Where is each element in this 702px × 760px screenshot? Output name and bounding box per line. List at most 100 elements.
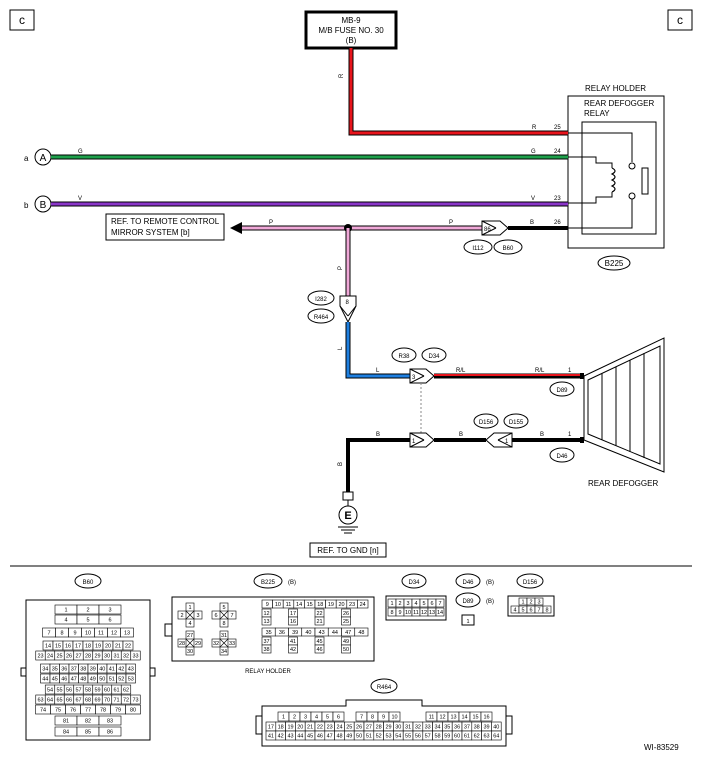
b225-pin-48: 48 bbox=[358, 630, 364, 636]
b60-pin-33: 33 bbox=[132, 654, 138, 660]
d34-pin: 3 bbox=[412, 375, 416, 381]
ref-mirror-box bbox=[105, 213, 225, 241]
b60-pin-57: 57 bbox=[75, 688, 81, 694]
b60-pin-83-cell bbox=[98, 715, 122, 726]
b60-pin-6: 6 bbox=[108, 618, 111, 624]
relay-holder-label: RELAY HOLDER bbox=[585, 84, 646, 93]
ref-gnd-label: REF. TO GND [n] bbox=[317, 546, 379, 555]
b225-pin-28-cell bbox=[177, 638, 187, 648]
b225-pin-7: 7 bbox=[230, 613, 233, 619]
b60-pin-52: 52 bbox=[118, 677, 124, 683]
b225-pin-26: 26 bbox=[343, 611, 349, 617]
arrow-to-mirror bbox=[230, 222, 242, 234]
b225-pin-32-cell bbox=[211, 638, 221, 648]
d156-pin-7: 7 bbox=[537, 608, 540, 614]
view-b60-oval bbox=[74, 573, 102, 589]
r464-pin-41: 41 bbox=[268, 734, 274, 740]
b60-pin-50: 50 bbox=[99, 677, 105, 683]
i112-oval bbox=[463, 239, 493, 255]
d156-label: D156 bbox=[479, 420, 494, 426]
r464-pin-5: 5 bbox=[326, 715, 329, 721]
b60-pin-54: 54 bbox=[47, 688, 53, 694]
i282-label: I282 bbox=[315, 297, 327, 303]
b60-pin-7: 7 bbox=[47, 631, 50, 637]
corner-box-right bbox=[667, 9, 693, 31]
r464-pin-32: 32 bbox=[415, 725, 421, 731]
d34-pin-7-cell bbox=[435, 598, 445, 608]
r464-pin-8: 8 bbox=[371, 715, 374, 721]
d34-pin-1: 1 bbox=[390, 601, 393, 607]
b60-pin-19: 19 bbox=[95, 644, 101, 650]
b225-pin-37: 37 bbox=[263, 639, 269, 645]
b60-pin-69: 69 bbox=[94, 698, 100, 704]
b60-pin-13-cell bbox=[120, 627, 134, 638]
wire-r bbox=[349, 48, 568, 135]
r464-pin-21: 21 bbox=[307, 725, 313, 731]
wire-b-label-relay: B bbox=[530, 220, 534, 226]
d156-oval bbox=[473, 413, 499, 429]
b60-pin-2: 2 bbox=[86, 608, 89, 614]
b60-pin-53: 53 bbox=[128, 677, 134, 683]
relay-switch-lead-bottom bbox=[568, 199, 633, 229]
view-r464-oval bbox=[370, 678, 398, 694]
r464-pin-64: 64 bbox=[493, 734, 499, 740]
d156-pin-4: 4 bbox=[513, 608, 516, 614]
r464-connector bbox=[339, 295, 357, 324]
wire-r-label-v: R bbox=[339, 73, 345, 78]
d156-pin-8-cell bbox=[542, 605, 552, 614]
defogger-terminal-bottom bbox=[580, 437, 584, 443]
r464-pin-16: 16 bbox=[483, 715, 489, 721]
b60-pin-1: 1 bbox=[64, 608, 67, 614]
b225-pin-16-cell bbox=[288, 616, 298, 626]
b225-pin-30-cell bbox=[185, 646, 195, 656]
r464-pin-24: 24 bbox=[336, 725, 342, 731]
b225-pin-24: 24 bbox=[360, 602, 366, 608]
view-b225-suffix: (B) bbox=[288, 580, 296, 586]
d89-pin: 1 bbox=[568, 368, 572, 374]
r464-oval bbox=[307, 308, 335, 324]
b60-pin-79: 79 bbox=[115, 708, 121, 714]
view-r464-latch-right bbox=[505, 715, 513, 735]
r464-pin-27: 27 bbox=[366, 725, 372, 731]
b225-pin-23: 23 bbox=[349, 602, 355, 608]
b225-pin-22: 22 bbox=[316, 611, 322, 617]
d156-pin-1: 1 bbox=[521, 600, 524, 606]
r464-pin-31: 31 bbox=[405, 725, 411, 731]
b225-pin-43: 43 bbox=[319, 630, 325, 636]
b60-pin-37: 37 bbox=[71, 667, 77, 673]
r464-pin-46: 46 bbox=[317, 734, 323, 740]
r464-pin-58: 58 bbox=[434, 734, 440, 740]
d34-pin-2: 2 bbox=[398, 601, 401, 607]
relay-pin-26: 26 bbox=[554, 220, 561, 226]
r464-pin-42: 42 bbox=[278, 734, 284, 740]
b225-pin-10: 10 bbox=[275, 602, 281, 608]
r464-pin-37: 37 bbox=[464, 725, 470, 731]
b225-pin-1: 1 bbox=[188, 605, 191, 611]
r464-pin-3: 3 bbox=[304, 715, 307, 721]
b60-pin-71: 71 bbox=[113, 698, 119, 704]
r464-pin-39: 39 bbox=[483, 725, 489, 731]
node-b-label: B bbox=[40, 200, 47, 211]
r464-pin-48: 48 bbox=[336, 734, 342, 740]
b225-relay-x-mark-0-1 bbox=[185, 610, 195, 620]
b60-pin-26: 26 bbox=[66, 654, 72, 660]
b60-pin-61: 61 bbox=[113, 688, 119, 694]
r464-pin-55: 55 bbox=[405, 734, 411, 740]
r464-pin-13: 13 bbox=[450, 715, 456, 721]
b60-pin-40: 40 bbox=[99, 667, 105, 673]
r464-chevron-1 bbox=[339, 305, 349, 317]
b60-pin-22-cell bbox=[122, 640, 134, 651]
r464-pin-52: 52 bbox=[376, 734, 382, 740]
b60-pin-35: 35 bbox=[52, 667, 58, 673]
d34-chevron-2 bbox=[409, 375, 425, 384]
d155-chevron-1 bbox=[497, 432, 513, 441]
wire-p-label-vertical: P bbox=[338, 266, 344, 270]
b60-pin-5: 5 bbox=[86, 618, 89, 624]
b225-pin-2: 2 bbox=[180, 613, 183, 619]
b225-pin-48-cell bbox=[354, 627, 369, 637]
b225-pin-47: 47 bbox=[345, 630, 351, 636]
r464-pin-25: 25 bbox=[346, 725, 352, 731]
b60-label: B60 bbox=[503, 246, 514, 252]
